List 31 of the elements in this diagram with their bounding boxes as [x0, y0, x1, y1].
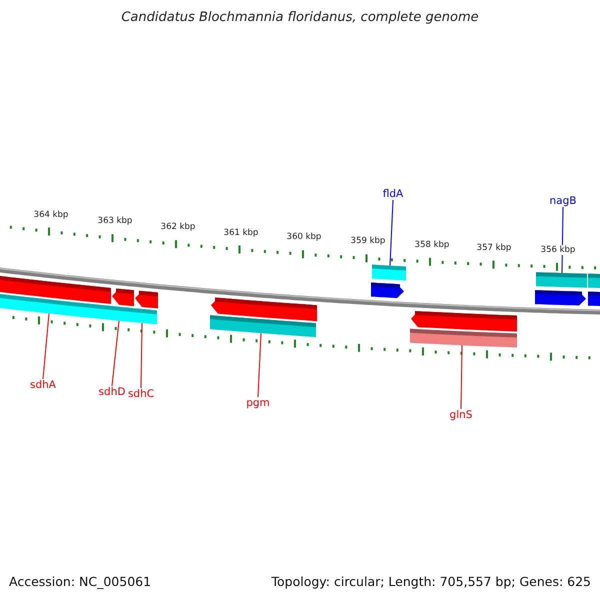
- accession-text: Accession: NC_005061: [9, 574, 152, 589]
- gene-bar: [410, 328, 517, 348]
- gene-label: glnS: [450, 409, 472, 421]
- scale-label: 357 kbp: [476, 242, 512, 253]
- leader-line: [460, 344, 462, 410]
- scale-label: 361 kbp: [222, 228, 260, 238]
- leader-line: [112, 320, 120, 386]
- scale-label: 356 kbp: [540, 244, 576, 255]
- gene-bar: [210, 315, 316, 338]
- scale-label: 362 kbp: [160, 222, 196, 232]
- gene-label: sdhD: [98, 386, 126, 398]
- gene-bar: [110, 306, 157, 324]
- gene-label: sdhC: [128, 388, 154, 400]
- gene-label: pgm: [246, 397, 270, 409]
- leader-line: [258, 332, 262, 398]
- scale-label: 358 kbp: [414, 240, 450, 250]
- gene-bar: [0, 293, 110, 320]
- scale-label: 359 kbp: [350, 236, 386, 246]
- scale-label: 360 kbp: [286, 232, 322, 242]
- gene-bar: [372, 264, 406, 281]
- gene-label: fldA: [382, 188, 404, 200]
- leader-line: [140, 322, 142, 388]
- leader-line: [42, 313, 50, 380]
- scale-label: 363 kbp: [96, 216, 134, 226]
- genome-info-text: Topology: circular; Length: 705,557 bp; Genes: 625: [272, 574, 591, 589]
- scale-label: 364 kbp: [32, 210, 70, 220]
- title: Candidatus Blochmannia floridanus, complete genome: [121, 10, 479, 25]
- gene-bar: [536, 272, 587, 288]
- gene-label: nagB: [550, 195, 576, 207]
- gene-label: sdhA: [30, 379, 56, 391]
- leader-line: [390, 200, 394, 266]
